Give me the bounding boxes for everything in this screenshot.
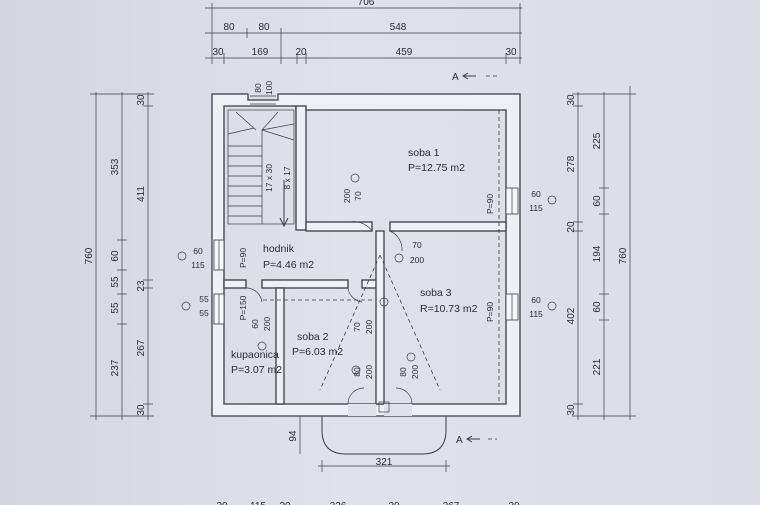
opening-tags: 200 70 70 200 70 200 60 200 80 200 80 20… <box>238 173 495 379</box>
room-hodnik-area: P=4.46 m2 <box>263 259 314 271</box>
dim-left-5: 237 <box>110 359 121 376</box>
dim-top-6: 20 <box>295 47 307 58</box>
hidden-lines <box>260 110 500 404</box>
dim-porch-depth: 94 <box>288 430 299 442</box>
dim-right-4: 402 <box>566 307 577 324</box>
dim-bottom-1: 30 <box>216 501 228 505</box>
staircase: 17 x 30 8 x 17 <box>227 95 295 228</box>
doors <box>245 221 413 413</box>
room-soba1-area: P=12.75 m2 <box>408 162 465 174</box>
section-a-top: A <box>452 72 459 83</box>
door-soba1-b: 70 <box>353 191 363 201</box>
door-soba3-a: 70 <box>412 240 422 250</box>
door-kup-a: 60 <box>250 319 260 329</box>
tag-p150: P=150 <box>238 295 248 320</box>
room-kupaonica-area: P=3.07 m2 <box>231 364 282 376</box>
win-left-mid-b: 55 <box>199 308 209 318</box>
stair-tag-1: 17 x 30 <box>264 164 274 192</box>
win-right-top-b: 115 <box>529 203 543 213</box>
dim-top-4: 30 <box>212 47 224 58</box>
dim-right-total: 760 <box>618 247 629 264</box>
door-front-l-b: 200 <box>364 365 374 379</box>
dim-left-total: 760 <box>84 247 95 264</box>
section-markers: A A <box>452 72 497 446</box>
dim-bottom-5: 20 <box>388 501 400 505</box>
right-dimension-chains: 30 278 20 402 30 225 60 194 60 221 760 <box>566 86 636 420</box>
dim-stair-top-2: 100 <box>264 81 274 95</box>
dim-left-9: 267 <box>136 339 147 356</box>
door-front-l-a: 80 <box>352 367 362 377</box>
building-walls <box>211 93 521 417</box>
dim-left-4: 55 <box>110 302 121 314</box>
dim-top-7: 459 <box>396 47 413 58</box>
dim-right-10: 221 <box>592 358 603 375</box>
win-right-mid-b: 115 <box>529 309 543 319</box>
dim-bottom-7: 30 <box>508 501 520 505</box>
dim-right-6: 225 <box>592 132 603 149</box>
door-kup-b: 200 <box>262 317 272 331</box>
dim-left-3: 55 <box>110 276 121 288</box>
dim-bottom-6: 267 <box>443 501 460 505</box>
room-soba3-area: R=10.73 m2 <box>420 303 478 315</box>
dim-bottom-3: 20 <box>279 501 291 505</box>
dim-right-8: 194 <box>592 245 603 262</box>
dim-left-2: 60 <box>110 250 121 262</box>
dim-right-3: 20 <box>566 221 577 233</box>
dim-right-1: 30 <box>566 94 577 106</box>
win-right-top-a: 60 <box>531 189 541 199</box>
dim-top-8: 30 <box>505 47 517 58</box>
room-soba1-name: soba 1 <box>408 147 440 159</box>
win-left-top-b: 115 <box>191 260 205 270</box>
room-hodnik-name: hodnik <box>263 243 295 255</box>
tag-p90-right: P=90 <box>485 302 495 322</box>
dim-right-5: 30 <box>566 404 577 416</box>
win-right-mid-a: 60 <box>531 295 541 305</box>
dim-stair-top-1: 80 <box>253 83 263 93</box>
dim-porch-width: 321 <box>376 457 393 468</box>
dim-right-9: 60 <box>592 301 603 313</box>
dim-bottom-4: 226 <box>330 501 347 505</box>
dim-left-8: 23 <box>136 280 147 292</box>
win-left-top-a: 60 <box>193 246 203 256</box>
dim-right-2: 278 <box>566 155 577 172</box>
dim-top-3: 548 <box>390 22 407 33</box>
room-soba2-name: soba 2 <box>297 331 329 343</box>
door-soba3-b: 200 <box>410 255 424 265</box>
door-soba1-a: 200 <box>342 189 352 203</box>
dim-bottom-2: 115 <box>250 501 266 505</box>
tag-p90-right-top: P=90 <box>485 194 495 214</box>
left-dimension-chains: 760 353 60 55 55 237 30 411 23 267 30 <box>84 92 154 420</box>
door-front-r-b: 200 <box>410 365 420 379</box>
room-soba3-name: soba 3 <box>420 287 452 299</box>
room-labels: soba 1 P=12.75 m2 hodnik P=4.46 m2 soba … <box>231 147 478 376</box>
dim-right-7: 60 <box>592 195 603 207</box>
dim-top-2: 80 <box>258 22 270 33</box>
bottom-dimension-chain: 30 115 20 226 20 267 30 <box>216 501 520 505</box>
room-soba2-area: P=6.03 m2 <box>292 346 343 358</box>
dim-left-7: 411 <box>136 186 147 202</box>
entrance-porch: 321 94 <box>288 416 450 472</box>
win-left-mid-a: 55 <box>199 294 209 304</box>
door-soba2-a: 70 <box>352 322 362 332</box>
tag-p90-hall: P=90 <box>238 248 248 268</box>
door-front-r-a: 80 <box>398 367 408 377</box>
dim-left-1: 353 <box>110 158 121 175</box>
dim-top-5: 169 <box>252 47 269 58</box>
door-soba2-b: 200 <box>364 320 374 334</box>
window-tags: 60 115 55 55 60 115 60 115 <box>177 189 557 319</box>
dim-left-6: 30 <box>136 94 147 106</box>
dim-top-1: 80 <box>223 22 235 33</box>
stair-tag-2: 8 x 17 <box>282 166 292 189</box>
room-kupaonica-name: kupaonica <box>231 349 279 361</box>
dim-left-10: 30 <box>136 404 147 416</box>
section-a-bottom: A <box>456 435 463 446</box>
dim-total-width: 706 <box>358 0 375 8</box>
top-dimension-chains: 706 80 80 548 30 169 20 459 30 80 100 <box>205 0 522 95</box>
